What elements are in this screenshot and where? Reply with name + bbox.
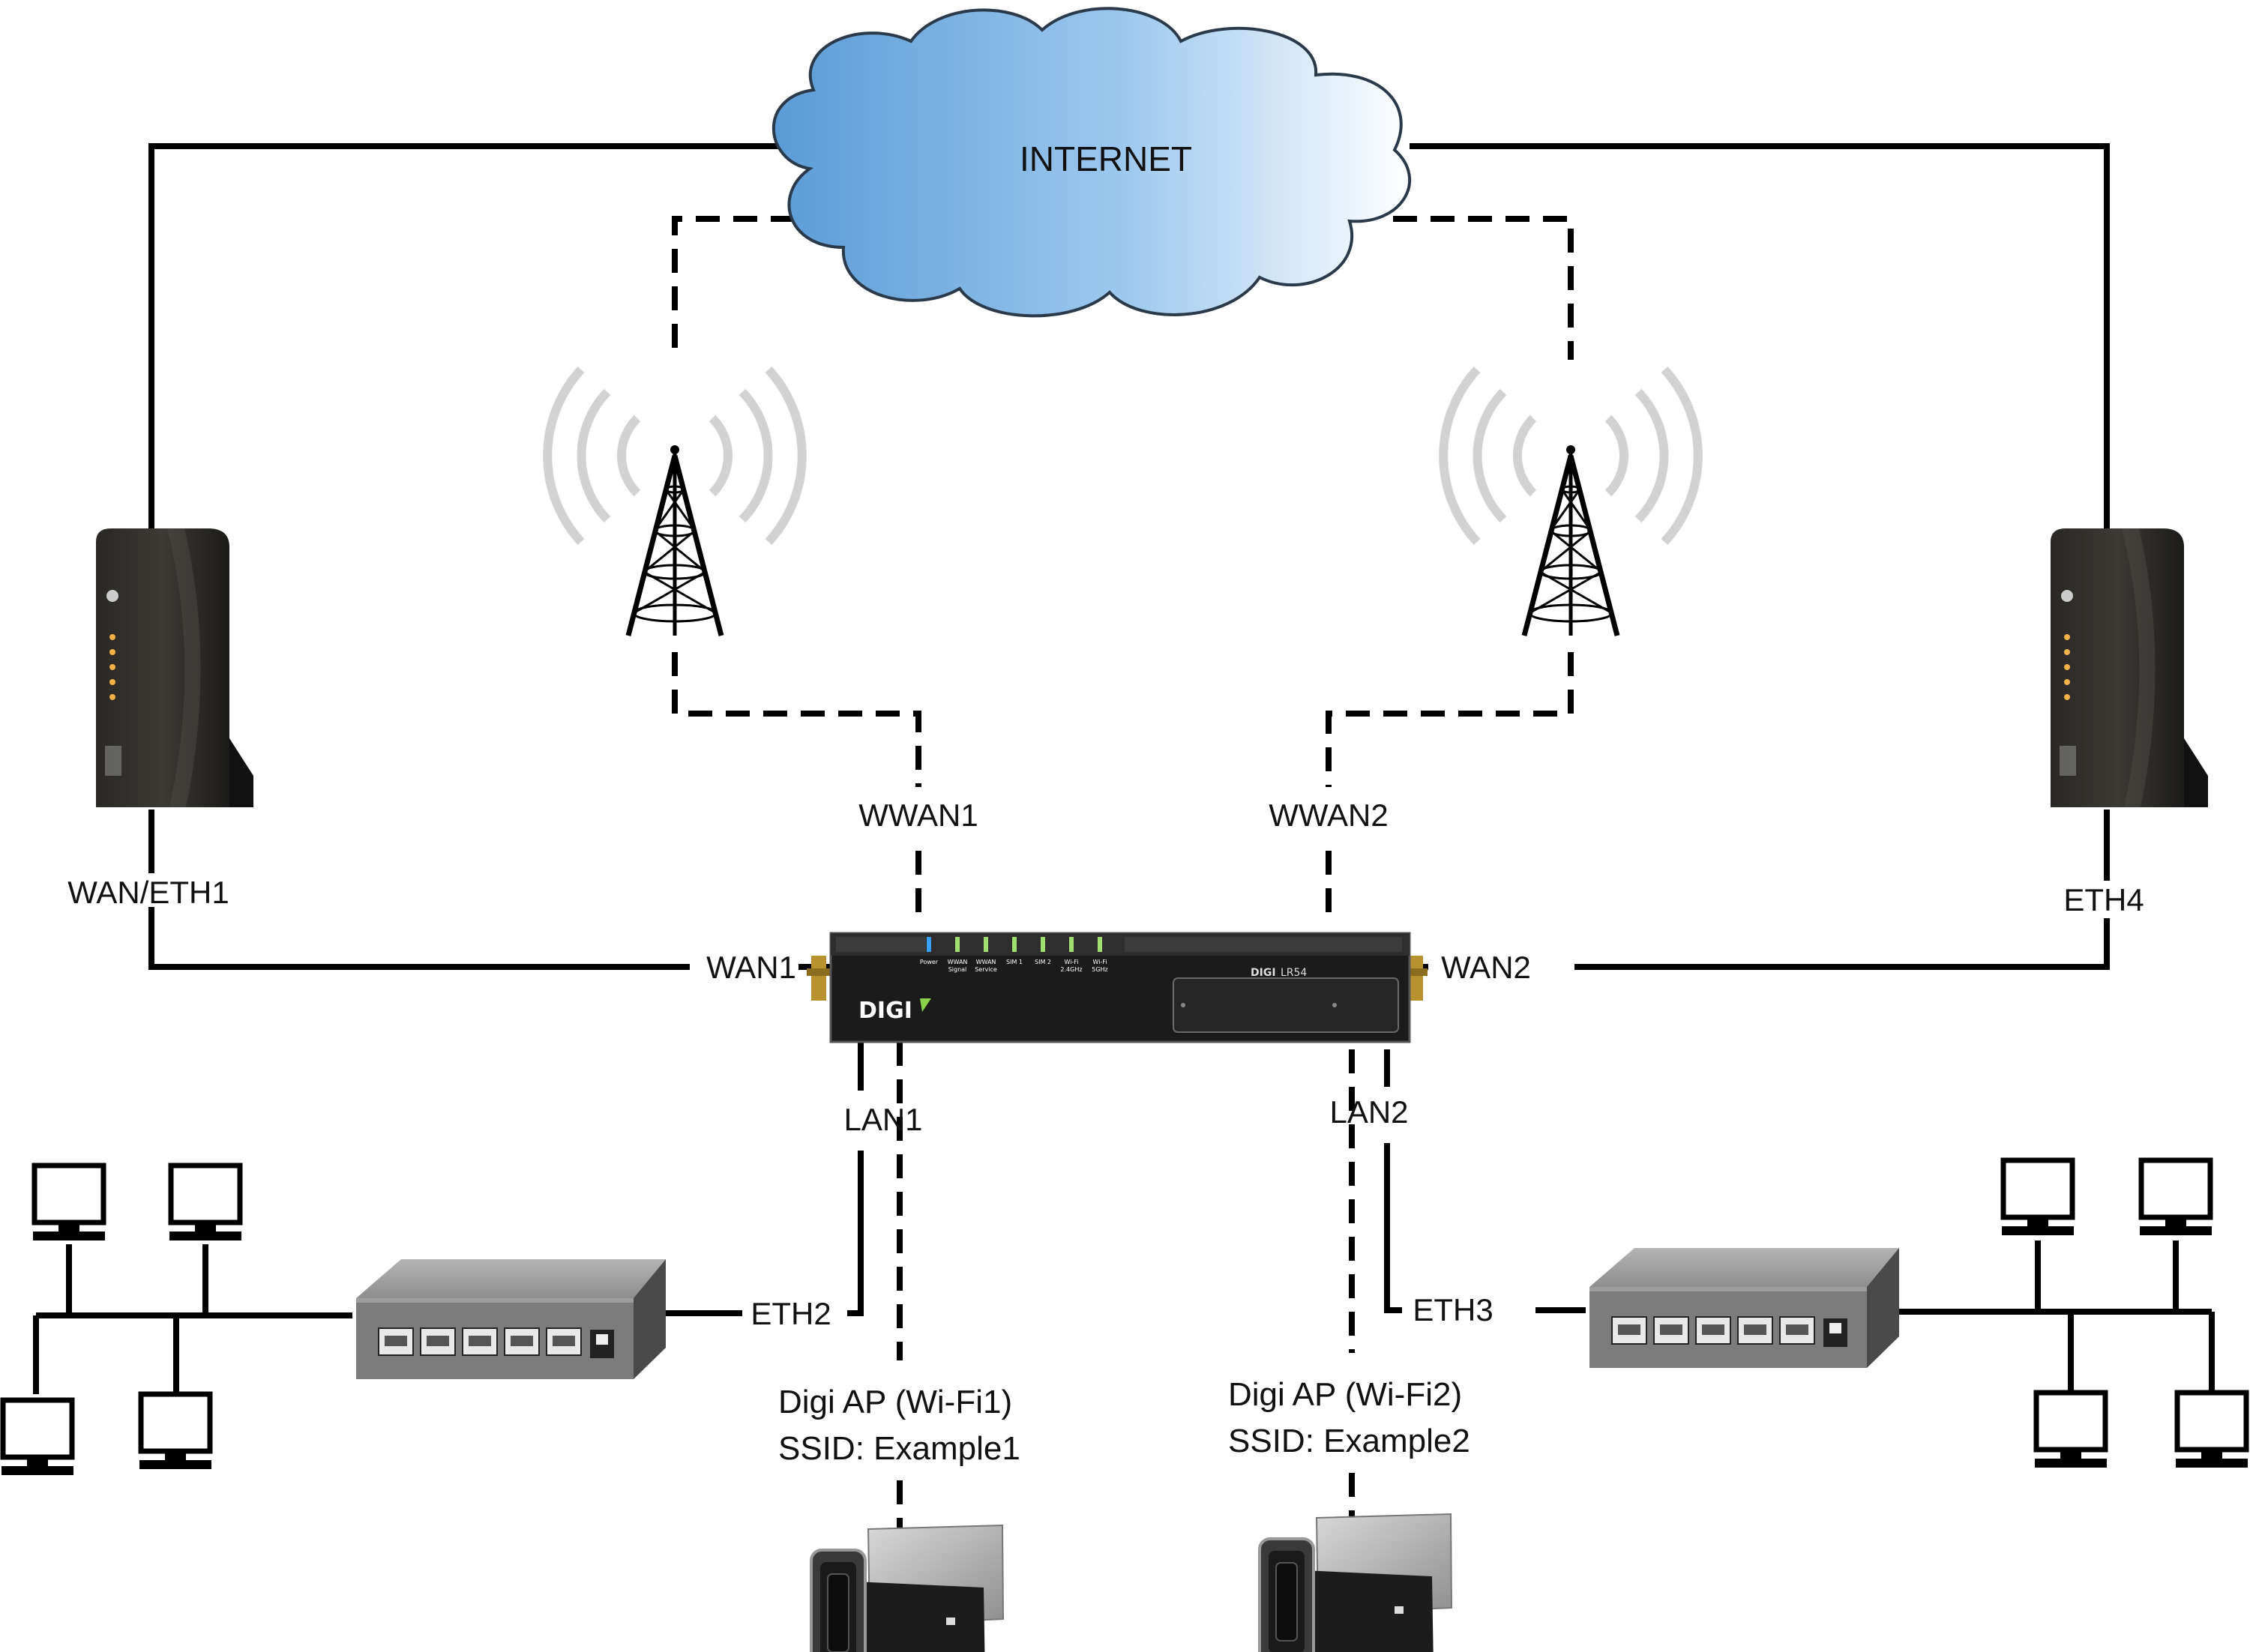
label-wan1: WAN1 — [706, 950, 796, 985]
router-led-sublabel-2: Service — [975, 966, 997, 973]
router-led-label-5: Wi-Fi — [1064, 959, 1078, 965]
ap2-ssid: SSID: Example2 — [1228, 1423, 1470, 1459]
router-led-0 — [927, 937, 931, 952]
link-lan2-eth3 — [1384, 1143, 1402, 1313]
computer-4-icon — [139, 1394, 211, 1469]
computer-7-icon — [2035, 1393, 2107, 1468]
router-brand-logo: DIGI — [858, 998, 912, 1024]
cell-tower-1-icon — [547, 370, 802, 636]
router-led-5 — [1069, 937, 1074, 952]
access-point-1-icon — [810, 1524, 1005, 1652]
internet-cloud-icon: INTERNET — [771, 7, 1411, 318]
access-point-2-icon — [1258, 1513, 1453, 1652]
router-led-6 — [1098, 937, 1102, 952]
router-led-label-6: Wi-Fi — [1092, 959, 1107, 965]
router-led-2 — [984, 937, 988, 952]
router-led-4 — [1041, 937, 1045, 952]
link-wan1-horizontal — [148, 907, 690, 970]
label-wwan1: WWAN1 — [858, 798, 978, 833]
router-led-label-4: SIM 2 — [1035, 959, 1051, 965]
ap1-name: Digi AP (Wi-Fi1) — [778, 1384, 1012, 1420]
router-led-label-2: WWAN — [976, 959, 996, 965]
link-tower1-wwan1 — [672, 652, 921, 787]
computer-2-icon — [169, 1166, 241, 1240]
access-point-2-caption: Digi AP (Wi-Fi2) SSID: Example2 — [1228, 1376, 1470, 1459]
ap2-name: Digi AP (Wi-Fi2) — [1228, 1376, 1462, 1413]
label-eth2: ETH2 — [750, 1296, 831, 1331]
router-model-brand: DIGI — [1251, 967, 1276, 979]
link-modem1-internet — [148, 143, 780, 528]
router-led-sublabel-6: 5GHz — [1092, 966, 1108, 973]
link-internet-tower2 — [1393, 216, 1574, 360]
router-led-sublabel-1: Signal — [948, 966, 967, 973]
link-tower2-wwan2 — [1326, 652, 1574, 787]
router-led-sublabel-5: 2.4GHz — [1060, 966, 1082, 973]
router-led-1 — [955, 937, 960, 952]
label-eth3: ETH3 — [1413, 1292, 1493, 1327]
internet-label: INTERNET — [1020, 139, 1192, 178]
access-point-1-caption: Digi AP (Wi-Fi1) SSID: Example1 — [778, 1384, 1020, 1467]
router-led-label-3: SIM 1 — [1006, 959, 1023, 965]
label-lan2: LAN2 — [1329, 1094, 1408, 1130]
link-lan1-eth2 — [847, 1151, 864, 1316]
router-led-label-0: Power — [920, 959, 939, 965]
cable-modem-2-icon — [2051, 528, 2208, 807]
label-wwan2: WWAN2 — [1269, 798, 1388, 833]
cell-tower-2-icon — [1443, 370, 1698, 636]
ethernet-switch-1-icon — [355, 1258, 667, 1380]
label-wan2: WAN2 — [1441, 950, 1531, 985]
computer-5-icon — [2002, 1160, 2074, 1235]
computer-6-icon — [2140, 1160, 2212, 1235]
label-lan1: LAN1 — [843, 1102, 922, 1137]
cable-modem-1-icon — [96, 528, 253, 807]
computer-1-icon — [33, 1166, 105, 1240]
computer-8-icon — [2176, 1393, 2248, 1468]
ap1-ssid: SSID: Example1 — [778, 1430, 1020, 1467]
router-led-3 — [1012, 937, 1017, 952]
link-wan2-horizontal — [1574, 918, 2110, 970]
link-modem2-internet — [1410, 143, 2110, 528]
link-internet-tower1 — [672, 216, 832, 360]
label-eth4: ETH4 — [2063, 882, 2144, 917]
router-led-label-1: WWAN — [948, 959, 968, 965]
label-wan-eth1: WAN/ETH1 — [67, 875, 229, 910]
ethernet-switch-2-icon — [1589, 1247, 1900, 1369]
router-model-name: LR54 — [1281, 967, 1307, 979]
computer-3-icon — [1, 1400, 73, 1475]
